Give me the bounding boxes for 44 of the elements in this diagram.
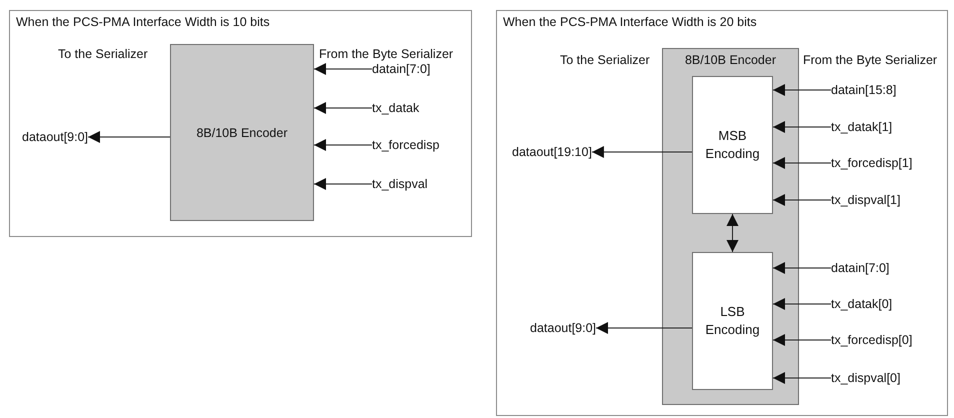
side-caption: From the Byte Serializer <box>319 46 454 62</box>
signal-label: tx_forcedisp[0] <box>831 332 912 348</box>
signal-label: dataout[9:0] <box>22 129 88 145</box>
arrow <box>596 322 692 334</box>
side-caption: To the Serializer <box>560 52 650 68</box>
diagram-panel <box>496 10 948 416</box>
signal-label: tx_forcedisp[1] <box>831 155 912 171</box>
arrow <box>772 334 832 346</box>
arrow <box>726 214 738 252</box>
signal-label: datain[7:0] <box>831 260 890 276</box>
arrow <box>314 63 372 75</box>
block-title: 8B/10B Encoder <box>684 53 776 67</box>
arrow <box>772 157 832 169</box>
signal-label: tx_dispval[1] <box>831 192 900 208</box>
side-caption: From the Byte Serializer <box>803 52 938 68</box>
panel-title: When the PCS-PMA Interface Width is 20 bits <box>503 15 757 29</box>
arrow <box>772 194 832 206</box>
arrow <box>88 131 170 143</box>
encoding-block: MSB Encoding <box>692 76 773 214</box>
signal-label: tx_forcedisp <box>372 137 440 153</box>
arrow <box>772 298 832 310</box>
arrow <box>772 372 832 384</box>
arrow <box>314 102 372 114</box>
side-caption: To the Serializer <box>58 46 148 62</box>
arrow <box>314 178 372 190</box>
arrow <box>772 121 832 133</box>
arrow <box>591 146 692 158</box>
arrow <box>772 84 832 96</box>
arrow <box>772 262 832 274</box>
panel-title: When the PCS-PMA Interface Width is 10 bits <box>16 15 270 29</box>
signal-label: datain[15:8] <box>831 82 896 98</box>
encoder-block: 8B/10B Encoder <box>170 44 314 221</box>
signal-label: tx_dispval <box>372 176 428 192</box>
signal-label: datain[7:0] <box>372 61 430 77</box>
diagram-panel <box>9 10 472 237</box>
signal-label: tx_datak <box>372 100 420 116</box>
signal-label: tx_datak[1] <box>831 119 892 135</box>
signal-label: tx_dispval[0] <box>831 370 900 386</box>
encoder-block <box>662 48 799 405</box>
signal-label: tx_datak[0] <box>831 296 892 312</box>
encoding-block: LSB Encoding <box>692 252 773 390</box>
signal-label: dataout[9:0] <box>530 320 596 336</box>
arrow <box>314 139 372 151</box>
signal-label: dataout[19:10] <box>512 144 592 160</box>
